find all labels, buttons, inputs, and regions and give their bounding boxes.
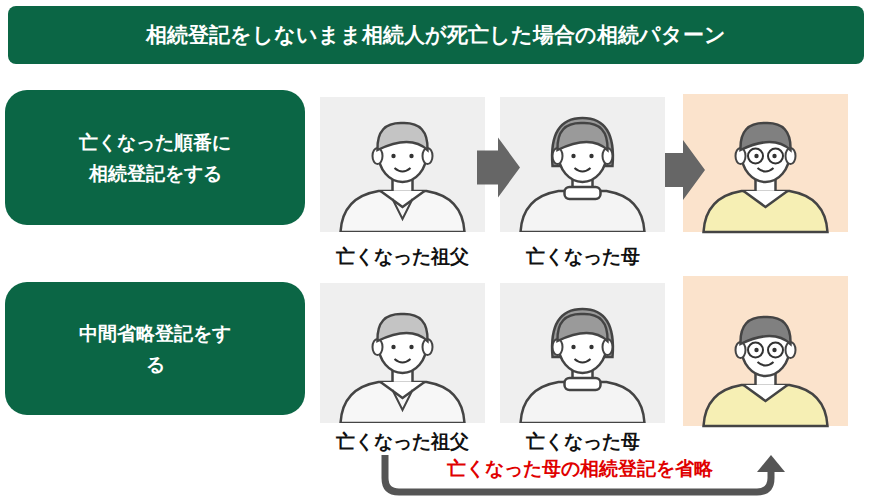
collar (744, 191, 788, 207)
hair-top (557, 314, 607, 341)
eye-dot (589, 345, 593, 349)
glasses-rim (748, 149, 763, 164)
son-figure (704, 123, 828, 232)
method-box: 中間省略登記をする (5, 282, 305, 415)
mouth-line (575, 168, 591, 172)
turtleneck (565, 378, 601, 390)
sweater-line (393, 390, 413, 410)
glasses-rim (768, 343, 783, 358)
eye-dot (754, 348, 758, 352)
eye-dot (571, 345, 575, 349)
heir-panel (683, 94, 848, 232)
person-label: 亡くなった母 (480, 244, 685, 270)
hair-top (557, 123, 607, 150)
person-panel: 亡くなった母 (500, 97, 665, 232)
person-figure (320, 97, 485, 232)
body-shape (704, 191, 828, 232)
method-box: 亡くなった順番に 相続登記をする (5, 90, 305, 225)
person-panel: 亡くなった祖父 (320, 97, 485, 232)
person-panel: 亡くなった母 (500, 283, 665, 423)
eye-dot (589, 154, 593, 158)
collar (381, 191, 425, 207)
person-panel: 亡くなった祖父 (320, 283, 485, 423)
person-label: 亡くなった母 (480, 429, 685, 455)
mouth-line (575, 359, 591, 363)
hair-top (377, 123, 427, 150)
collar (381, 382, 425, 398)
note-label: 亡くなった母の相続登記を省略 (447, 456, 713, 482)
person-label: 亡くなった祖父 (300, 244, 505, 270)
sweater-line (393, 199, 413, 219)
mouth-line (758, 362, 774, 366)
person-figure (500, 97, 665, 232)
collar (744, 385, 788, 401)
heir-panel (683, 276, 848, 426)
glasses-rim (748, 343, 763, 358)
son-figure (704, 317, 828, 426)
hair-top (377, 314, 427, 341)
eye-dot (409, 154, 413, 158)
method-label: 亡くなった順番に 相続登記をする (73, 127, 238, 188)
title-text: 相続登記をしないまま相続人が死亡した場合の相続パターン (146, 21, 726, 49)
body-shape (704, 385, 828, 426)
hair-top (740, 123, 790, 150)
person-label: 亡くなった祖父 (300, 429, 505, 455)
mouth-line (395, 168, 411, 172)
person-figure (320, 283, 485, 423)
body-shape (341, 191, 465, 232)
omission-arrow (385, 455, 771, 492)
eye-dot (754, 154, 758, 158)
body-shape (341, 382, 465, 423)
block-arrow (477, 138, 520, 198)
mouth-line (758, 168, 774, 172)
title-banner: 相続登記をしないまま相続人が死亡した場合の相続パターン (8, 6, 864, 64)
eye-dot (772, 348, 776, 352)
eye-dot (772, 154, 776, 158)
arrow-head (757, 455, 785, 472)
method-label: 中間省略登記をする (73, 318, 238, 379)
eye-dot (571, 154, 575, 158)
glasses-rim (768, 149, 783, 164)
person-figure (500, 283, 665, 423)
mouth-line (395, 359, 411, 363)
eye-dot (391, 345, 395, 349)
eye-dot (391, 154, 395, 158)
hair-top (740, 317, 790, 344)
eye-dot (409, 345, 413, 349)
turtleneck (565, 187, 601, 199)
